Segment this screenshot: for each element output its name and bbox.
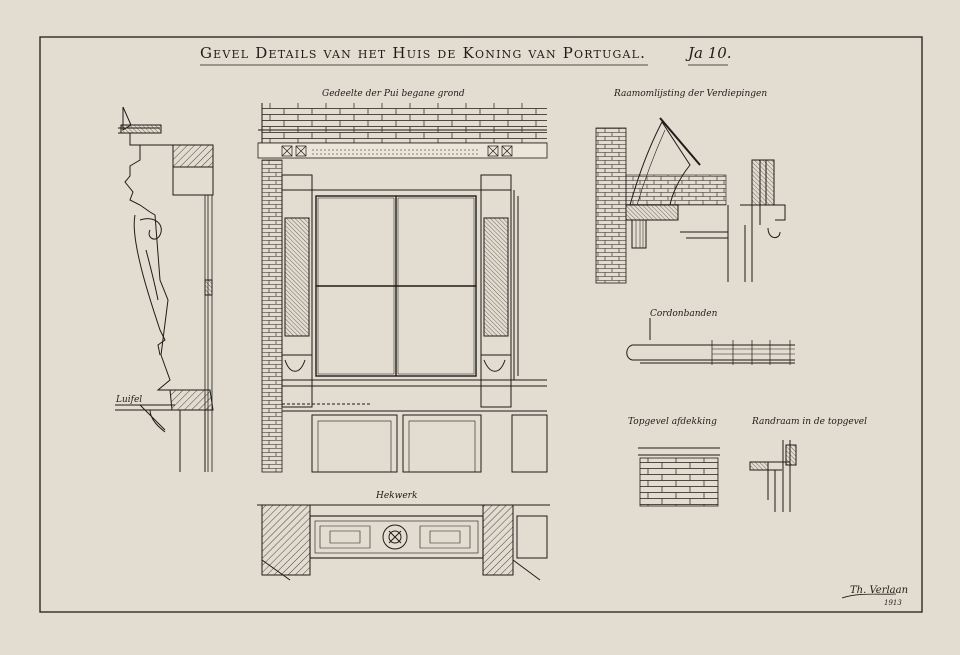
- label-railing: Hekwerk: [376, 491, 418, 501]
- label-gable-rim: Randraam in de topgevel: [752, 417, 867, 427]
- cornice-section-detail: [115, 106, 214, 472]
- gable-rim-detail: [749, 440, 797, 512]
- label-window-surround: Raamomlijsting der Verdiepingen: [614, 89, 768, 99]
- label-shopfront-elevation: Gedeelte der Pui begane grond: [322, 89, 465, 99]
- drawing-title: Gevel Details van het Huis de Koning van…: [200, 44, 647, 62]
- label-gable-coping: Topgevel afdekking: [628, 417, 717, 427]
- label-section-cornice: Luifel: [116, 395, 143, 405]
- shopfront-elevation: [257, 103, 548, 473]
- string-course-profile: [626, 318, 795, 365]
- sheet-number: Ja 10.: [688, 44, 732, 62]
- railing-detail: [257, 504, 550, 581]
- sheet-border: [39, 36, 923, 613]
- gable-coping-detail: [638, 447, 720, 507]
- signature-year: 1913: [884, 599, 902, 607]
- label-string-courses: Cordonbanden: [650, 309, 718, 319]
- window-surround-detail: [595, 117, 786, 284]
- signature-flourish: [841, 593, 897, 599]
- signature: Th. Verlaan: [850, 585, 909, 596]
